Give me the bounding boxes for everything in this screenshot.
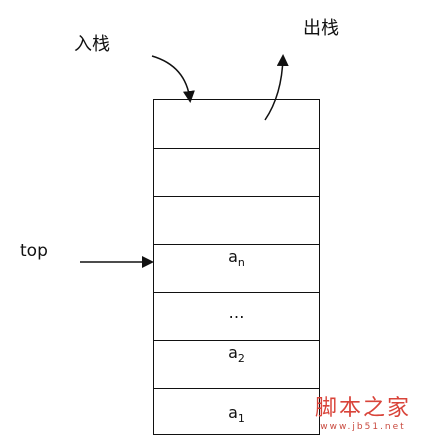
watermark-text: 脚本之家 — [314, 396, 411, 421]
pop-label: 出栈 — [303, 18, 339, 39]
slot-text: a1 — [228, 403, 245, 425]
stack-slot-a2: a2 — [154, 340, 319, 388]
stack-slot — [154, 100, 319, 148]
slot-text: an — [228, 247, 245, 269]
stack-slot — [154, 196, 319, 244]
stack-slot-an: an — [154, 244, 319, 292]
top-pointer-label: top — [20, 241, 48, 261]
stack-container: an … a2 a1 — [153, 99, 320, 435]
stack-slot-a1: a1 — [154, 388, 319, 436]
push-label: 入栈 — [74, 34, 110, 55]
watermark-url: www.jb51.net — [320, 422, 406, 432]
slot-text: … — [228, 303, 245, 322]
stack-slot — [154, 148, 319, 196]
pop-arrow — [264, 54, 289, 121]
site-watermark: 脚本之家 www.jb51.net — [303, 396, 423, 433]
push-arrow — [151, 55, 195, 103]
stack-slot-ellipsis: … — [154, 292, 319, 340]
slot-text: a2 — [228, 343, 245, 365]
